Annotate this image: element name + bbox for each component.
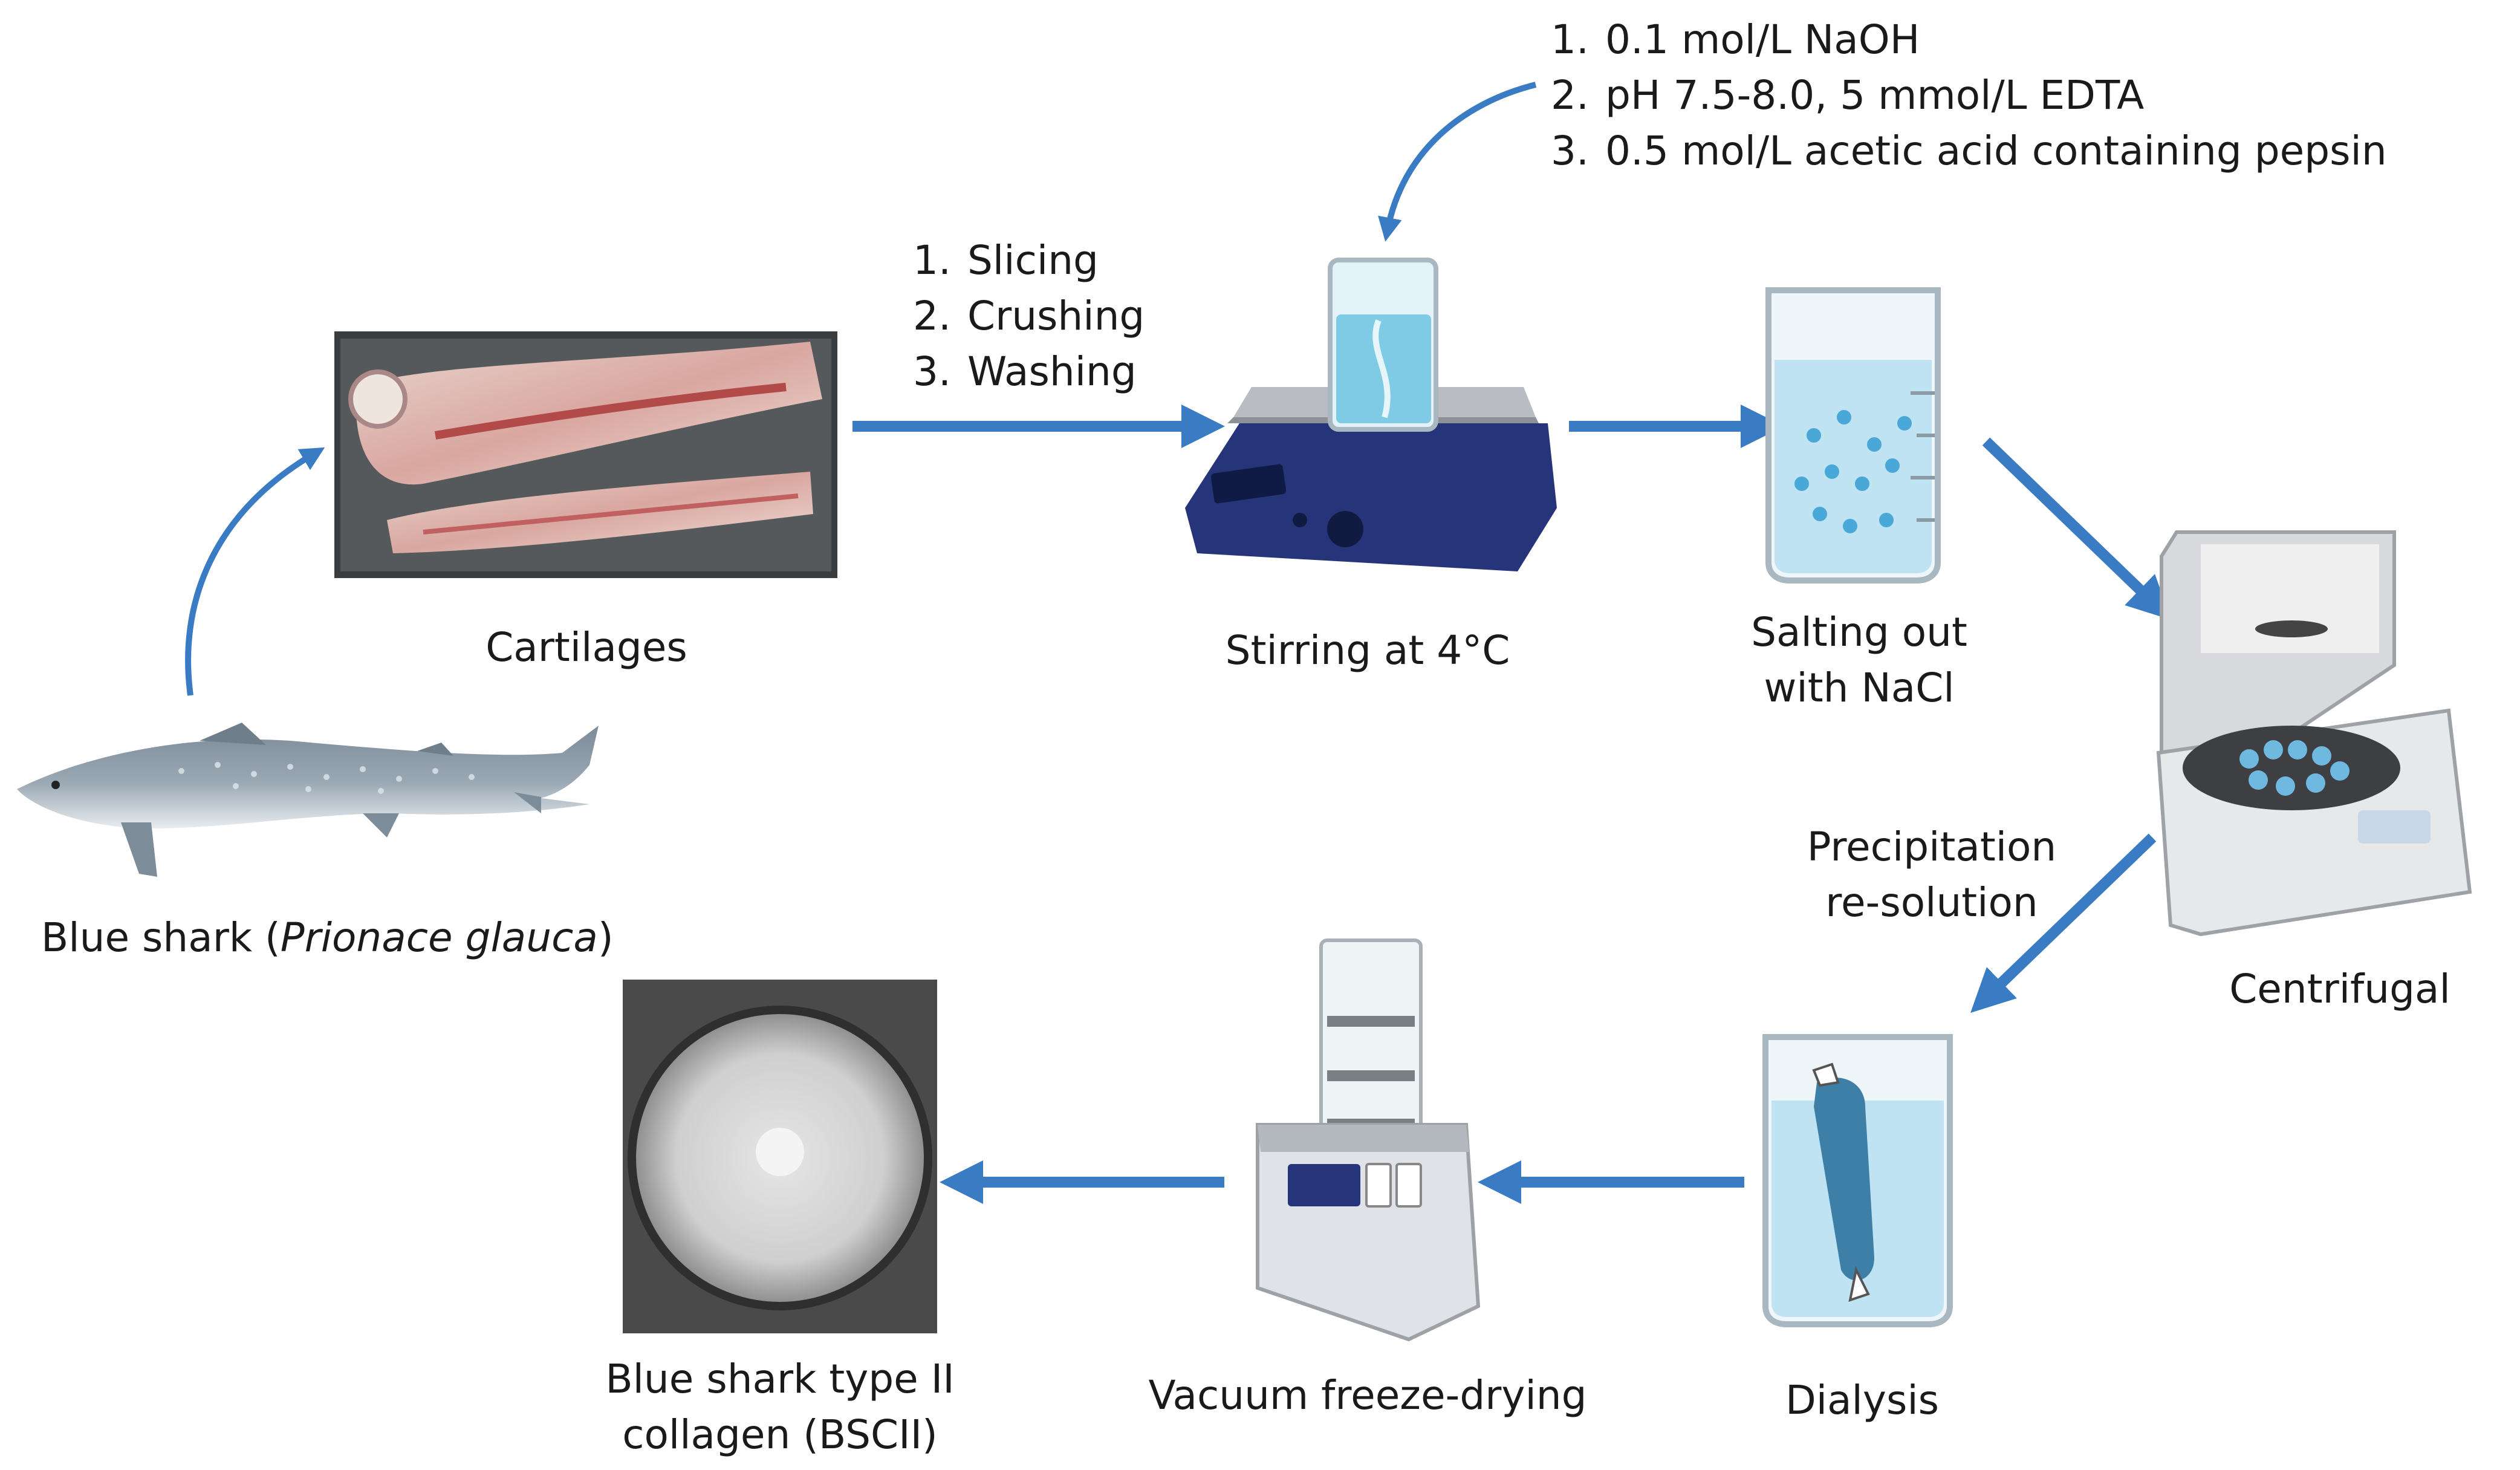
- label-centrifugal: Centrifugal: [2229, 966, 2450, 1012]
- label-salting: Salting out with NaCl: [1751, 609, 1967, 711]
- freeze-dryer-illustration: [1256, 938, 1481, 1342]
- arrow-shark-to-cartilage: [185, 447, 325, 696]
- label-freeze-drying: Vacuum freeze-drying: [1148, 1372, 1587, 1419]
- label-stirring: Stirring at 4°C: [1225, 627, 1510, 674]
- prep-step: 3.Washing: [913, 348, 1137, 395]
- salting-beaker-illustration: [1765, 287, 1941, 584]
- cartilage-photo: [334, 331, 837, 578]
- magnetic-stirrer-illustration: [1185, 258, 1557, 571]
- centrifuge-illustration: [2156, 530, 2472, 937]
- reagent-steps-list: 1.0.1 mol/L NaOH 2.pH 7.5-8.0, 5 mmol/L …: [1551, 12, 2387, 179]
- label-shark: Blue shark (Prionace glauca): [41, 914, 614, 961]
- prep-step: 1.Slicing: [913, 237, 1099, 284]
- dialysis-beaker-illustration: [1762, 1034, 1953, 1327]
- reagent-step: 1.0.1 mol/L NaOH: [1551, 16, 1920, 63]
- reagent-step: 3.0.5 mol/L acetic acid containing pepsi…: [1551, 128, 2387, 174]
- arrow-reagents-to-beaker: [1378, 82, 1537, 242]
- flow-arrows: [185, 82, 2171, 1204]
- prep-steps-list: 1.Slicing 2.Crushing 3.Washing: [913, 233, 1145, 400]
- prep-step: 2.Crushing: [913, 293, 1145, 339]
- label-cartilages: Cartilages: [485, 624, 687, 671]
- arrow-centrifuge-to-dialysis: [1970, 833, 2157, 1013]
- collagen-dish-photo: [623, 980, 937, 1333]
- label-precipitation: Precipitation re-solution: [1807, 824, 2057, 926]
- label-product: Blue shark type II collagen (BSCII): [605, 1356, 955, 1458]
- arrow-salting-to-centrifuge: [1982, 437, 2171, 620]
- reagent-step: 2.pH 7.5-8.0, 5 mmol/L EDTA: [1551, 72, 2145, 119]
- label-dialysis: Dialysis: [1785, 1377, 1940, 1423]
- blue-shark-illustration: [17, 723, 599, 877]
